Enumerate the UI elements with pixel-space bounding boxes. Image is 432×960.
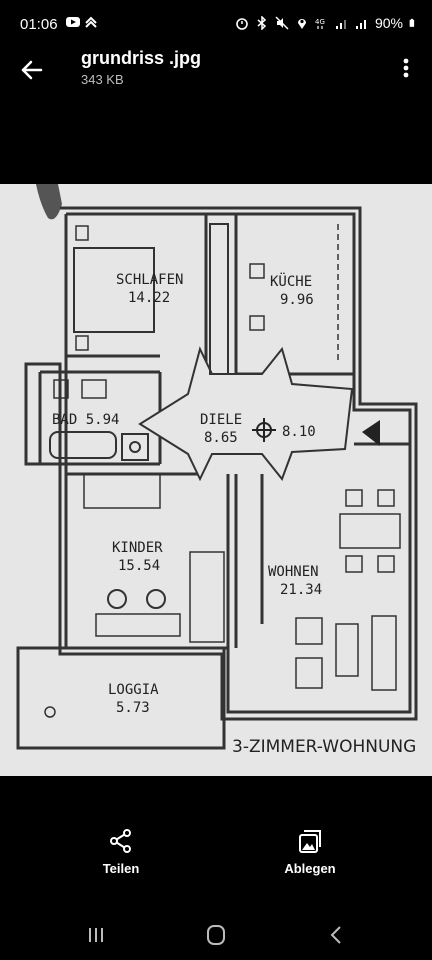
network-4g-icon: 4G [315, 18, 325, 29]
app-bar: grundriss .jpg 343 KB [0, 48, 432, 104]
sink [249, 315, 265, 331]
armchair-2 [295, 657, 323, 689]
svg-text:4G: 4G [315, 18, 325, 26]
room-loggia-area: 5.73 [116, 700, 150, 716]
nightstand [75, 225, 89, 241]
toilet [121, 433, 149, 461]
save-to-album-button[interactable]: Ablegen [255, 828, 365, 878]
battery-percent: 90% [374, 15, 403, 31]
share-label: Teilen [102, 861, 140, 876]
youtube-icon [66, 17, 80, 27]
room-kinder-name: KINDER [112, 540, 163, 556]
room-hall-area: 8.10 [282, 424, 316, 440]
room-schlafen-name: SCHLAFEN [116, 272, 183, 288]
chevron-up-icon [85, 16, 97, 28]
floor-plan-image: SCHLAFEN 14.22 KÜCHE 9.96 BAD 5.94 DIELE… [0, 184, 432, 776]
share-button[interactable]: Teilen [66, 828, 176, 878]
room-diele-area: 8.65 [204, 430, 238, 446]
home-icon[interactable] [202, 922, 230, 948]
stove [249, 263, 265, 279]
bathtub [49, 431, 117, 459]
room-diele-name: DIELE [200, 412, 242, 428]
back-arrow-icon[interactable] [18, 56, 46, 84]
signal-icon [335, 20, 346, 29]
room-loggia-name: LOGGIA [108, 682, 159, 698]
file-name: grundriss .jpg [81, 48, 202, 68]
loggia-drain [44, 706, 56, 718]
room-kueche-name: KÜCHE [270, 272, 312, 290]
entrance-arrow [362, 420, 380, 446]
wardrobe [209, 223, 229, 375]
location-icon [297, 19, 306, 29]
bed [73, 247, 155, 333]
nightstand-2 [75, 335, 89, 351]
back-nav-icon[interactable] [322, 922, 350, 948]
coffee-table [335, 623, 359, 677]
alarm-icon [236, 18, 248, 30]
file-size: 343 KB [81, 72, 124, 87]
action-bar: Teilen Ablegen [0, 828, 432, 892]
chair [107, 589, 127, 609]
shelf [189, 551, 225, 643]
room-wohnen-area: 21.34 [280, 582, 322, 598]
image-viewer[interactable]: SCHLAFEN 14.22 KÜCHE 9.96 BAD 5.94 DIELE… [0, 184, 432, 776]
battery-icon [409, 18, 415, 27]
kids-bed [83, 473, 161, 509]
status-bar: 01:06 4G 90% [0, 0, 432, 48]
status-system-icons: 4G 90% [235, 15, 418, 31]
more-options-icon[interactable] [394, 54, 418, 82]
status-notification-icons [66, 15, 98, 29]
room-bad-label: BAD 5.94 [52, 412, 119, 428]
album-icon [299, 830, 321, 853]
plan-caption: 3-ZIMMER-WOHNUNG [232, 737, 416, 757]
navigation-bar [0, 912, 432, 960]
mute-icon [275, 16, 289, 30]
share-icon [110, 829, 131, 853]
recent-apps-icon[interactable] [82, 922, 110, 948]
dining-table [339, 513, 401, 549]
room-schlafen-area: 14.22 [128, 290, 170, 306]
save-label: Ablegen [284, 861, 336, 876]
bluetooth-icon [257, 16, 267, 30]
status-time: 01:06 [20, 16, 58, 33]
desk [95, 613, 181, 637]
hallway-shape [138, 346, 354, 482]
crosshair-marker [252, 418, 276, 442]
washbasin [53, 379, 69, 399]
chair-2 [146, 589, 166, 609]
cabinet [81, 379, 107, 399]
pen-cap [36, 184, 62, 220]
room-wohnen-name: WOHNEN [268, 564, 319, 580]
room-kinder-area: 15.54 [118, 558, 160, 574]
armchair [295, 617, 323, 645]
room-kueche-area: 9.96 [280, 292, 314, 308]
signal-icon-2 [355, 20, 366, 29]
sofa [371, 615, 397, 691]
